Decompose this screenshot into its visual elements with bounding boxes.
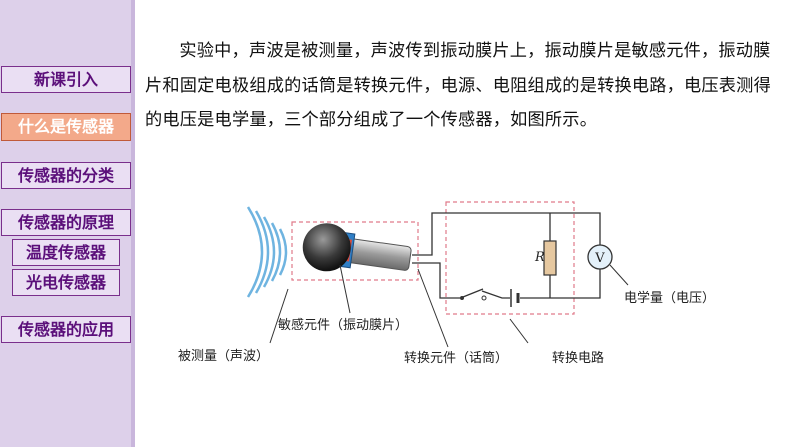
nav-subitem-temperature[interactable]: 温度传感器 xyxy=(12,239,120,266)
nav-subitem-photoelectric[interactable]: 光电传感器 xyxy=(12,269,120,296)
label-sensitive-element: 敏感元件（振动膜片） xyxy=(278,318,409,333)
leader-lines xyxy=(269,264,629,348)
label-measured: 被测量（声波） xyxy=(178,349,270,364)
sensor-diagram: R V 敏感元件（振动膜片） 被测量（声波） 转换元件（话筒） 转换电路 电学量… xyxy=(150,195,770,375)
label-conversion-element: 转换元件（话筒） xyxy=(404,351,509,366)
switch-icon xyxy=(460,288,487,301)
resistor-icon xyxy=(543,240,557,276)
voltmeter-label: V xyxy=(594,251,605,266)
resistor-label: R xyxy=(534,250,545,265)
conversion-circuit-box xyxy=(445,201,575,315)
voltmeter-icon: V xyxy=(587,244,613,270)
circuit-wires xyxy=(412,212,601,299)
conversion-element-box xyxy=(291,221,419,281)
nav-item-intro[interactable]: 新课引入 xyxy=(1,66,131,93)
battery-icon xyxy=(510,289,520,307)
sidebar-divider xyxy=(131,0,135,447)
main-paragraph: 实验中，声波是被测量，声波传到振动膜片上，振动膜片是敏感元件，振动膜片和固定电极… xyxy=(145,41,771,130)
nav-item-classification[interactable]: 传感器的分类 xyxy=(1,162,131,189)
sound-wave-icon xyxy=(246,206,288,298)
nav-item-application[interactable]: 传感器的应用 xyxy=(1,316,131,343)
sensor-diagram-svg: R V xyxy=(246,201,629,348)
nav-item-what-is-sensor[interactable]: 什么是传感器 xyxy=(1,113,131,141)
microphone-icon xyxy=(302,223,412,272)
label-electrical-quantity: 电学量（电压） xyxy=(624,291,716,306)
nav-item-principle[interactable]: 传感器的原理 xyxy=(1,209,131,236)
label-conversion-circuit: 转换电路 xyxy=(552,351,605,366)
